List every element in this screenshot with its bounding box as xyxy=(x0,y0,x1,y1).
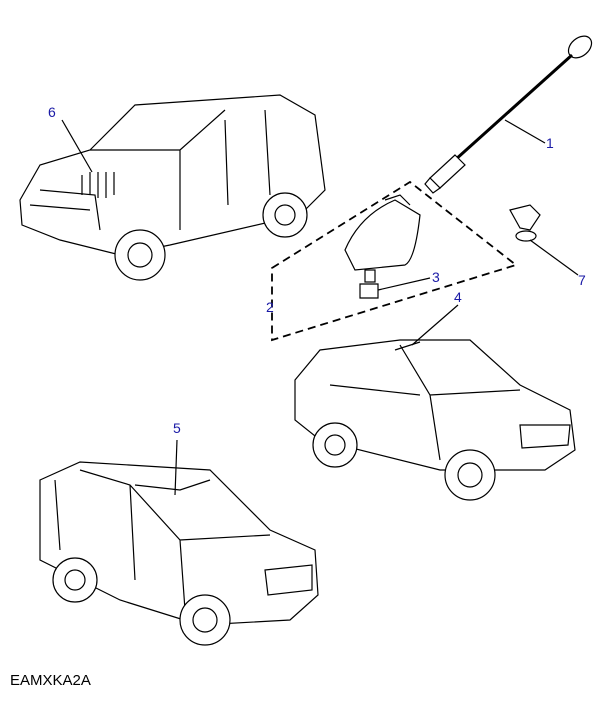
antenna-base xyxy=(344,194,421,299)
vehicle-5door-bottom xyxy=(39,461,319,646)
clip xyxy=(509,204,541,242)
vehicle-5door-top xyxy=(19,94,326,281)
assembly-outline xyxy=(271,180,518,342)
callout-2: 2 xyxy=(266,299,274,315)
vehicle-3door xyxy=(294,339,576,501)
callout-6: 6 xyxy=(48,104,56,120)
callout-1: 1 xyxy=(546,135,554,151)
antenna-rod xyxy=(424,35,593,194)
callout-7: 7 xyxy=(578,272,586,288)
diagram-code: EAMXKA2A xyxy=(10,672,91,689)
callout-4: 4 xyxy=(454,289,462,305)
callout-5: 5 xyxy=(173,420,181,436)
callout-3: 3 xyxy=(432,269,440,285)
